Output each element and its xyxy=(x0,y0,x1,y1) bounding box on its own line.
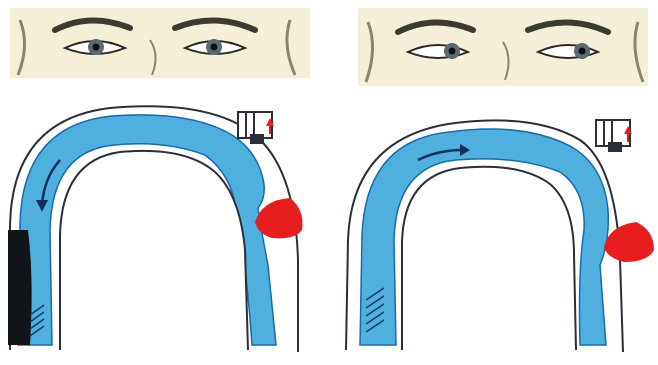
right-illustration xyxy=(338,0,658,365)
left-illustration xyxy=(0,0,325,365)
eyes-illustration xyxy=(358,8,648,86)
left-panel xyxy=(0,0,325,365)
eyes-illustration xyxy=(10,8,310,78)
red-droplet-icon xyxy=(255,198,303,238)
red-droplet-icon xyxy=(604,222,654,262)
semicircular-canal xyxy=(346,120,623,352)
sensor-valve-icon xyxy=(596,120,632,152)
sensor-valve-icon xyxy=(238,112,274,144)
right-panel xyxy=(338,0,658,365)
